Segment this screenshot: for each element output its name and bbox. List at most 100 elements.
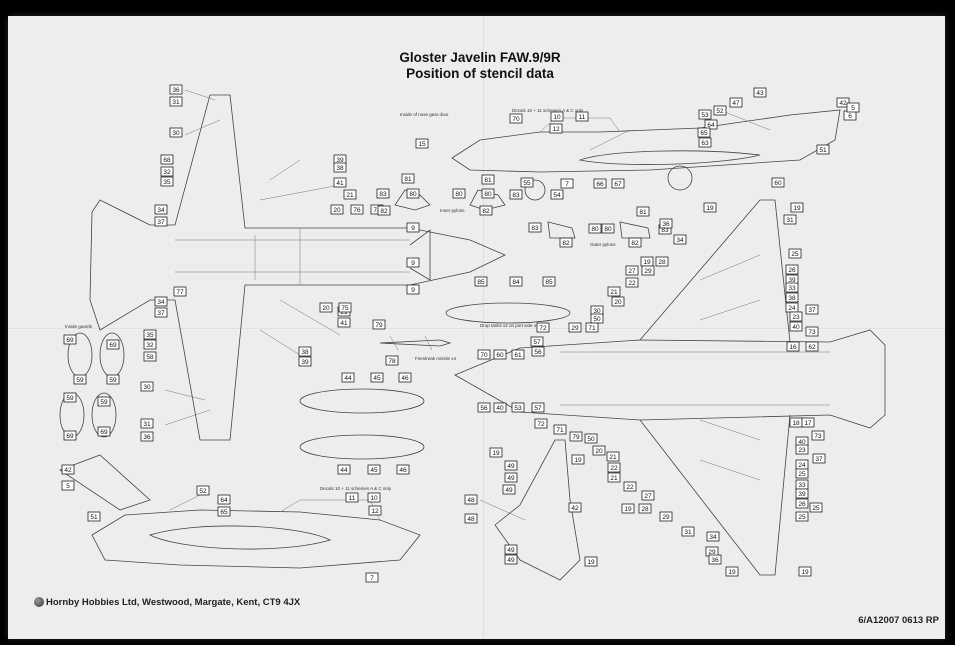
stencil-number-box: 37 — [154, 307, 168, 318]
stencil-number-box: 19 — [798, 566, 812, 577]
svg-text:72: 72 — [537, 421, 545, 428]
svg-text:80: 80 — [484, 191, 492, 198]
svg-text:79: 79 — [572, 434, 580, 441]
svg-text:64: 64 — [220, 497, 228, 504]
stencil-number-box: 79 — [569, 431, 583, 442]
stencil-number-box: 71 — [585, 322, 599, 333]
svg-text:34: 34 — [157, 299, 165, 306]
svg-text:35: 35 — [163, 179, 171, 186]
svg-text:56: 56 — [480, 405, 488, 412]
svg-text:59: 59 — [100, 399, 108, 406]
svg-text:80: 80 — [604, 226, 612, 233]
stencil-number-box: 83 — [376, 188, 390, 199]
stencil-number-box: 32 — [143, 339, 157, 350]
stencil-number-box: 20 — [611, 296, 625, 307]
stencil-number-box: 49 — [504, 472, 518, 483]
stencil-number-box: 33 — [795, 479, 809, 490]
svg-text:37: 37 — [815, 456, 823, 463]
stencil-number-box: 69 — [63, 334, 77, 345]
svg-text:25: 25 — [791, 251, 799, 258]
svg-text:81: 81 — [484, 177, 492, 184]
stencil-number-box: 24 — [795, 459, 809, 470]
svg-text:60: 60 — [774, 180, 782, 187]
svg-text:69: 69 — [66, 337, 74, 344]
svg-text:50: 50 — [593, 316, 601, 323]
stencil-number-box: 72 — [536, 322, 550, 333]
stencil-number-box: 59 — [97, 396, 111, 407]
svg-text:19: 19 — [492, 450, 500, 457]
svg-text:29: 29 — [571, 325, 579, 332]
stencil-number-box: 30 — [169, 127, 183, 138]
svg-text:64: 64 — [707, 122, 715, 129]
stencil-number-box: 34 — [706, 531, 720, 542]
stencil-number-box: 59 — [106, 374, 120, 385]
svg-text:11: 11 — [579, 114, 586, 121]
leader-lines — [164, 89, 771, 521]
pylon-tanks — [299, 388, 425, 460]
stencil-number-box: 22 — [607, 462, 621, 473]
svg-text:78: 78 — [388, 358, 396, 365]
svg-text:38: 38 — [301, 349, 309, 356]
svg-text:9: 9 — [411, 260, 415, 267]
stencil-number-box: 75 — [338, 302, 352, 313]
stencil-number-box: 10 — [550, 111, 564, 122]
stencil-number-box: 44 — [337, 464, 351, 475]
stencil-number-box: 65 — [697, 127, 711, 138]
stencil-number-box: 82 — [479, 205, 493, 216]
stencil-number-box: 42 — [836, 97, 850, 108]
svg-text:47: 47 — [732, 100, 740, 107]
svg-text:42: 42 — [839, 100, 847, 107]
svg-text:71: 71 — [588, 325, 596, 332]
svg-text:52: 52 — [716, 108, 724, 115]
stencil-number-box: 41 — [333, 177, 347, 188]
svg-text:79: 79 — [375, 322, 383, 329]
top-view-aircraft — [89, 94, 506, 441]
svg-text:36: 36 — [143, 434, 151, 441]
stencil-number-box: 80 — [452, 188, 466, 199]
stencil-number-box: 23 — [795, 444, 809, 455]
svg-text:21: 21 — [609, 454, 617, 461]
svg-text:63: 63 — [701, 140, 709, 147]
svg-text:12: 12 — [552, 126, 560, 133]
stencil-number-box: 30 — [140, 381, 154, 392]
stencil-number-box: 52 — [713, 105, 727, 116]
stencil-number-box: 35 — [160, 176, 174, 187]
svg-text:11: 11 — [349, 495, 356, 502]
stencil-number-box: 49 — [504, 460, 518, 471]
stencil-number-box: 76 — [350, 204, 364, 215]
stencil-number-box: 73 — [805, 326, 819, 337]
stencil-number-box: 34 — [154, 296, 168, 307]
stencil-number-box: 33 — [785, 282, 799, 293]
caption-drop-tanks: Drop tanks x2 on port side only — [480, 323, 543, 328]
svg-text:85: 85 — [545, 279, 553, 286]
stencil-number-box: 12 — [368, 505, 382, 516]
side-view-top-right — [451, 109, 841, 201]
svg-text:54: 54 — [553, 192, 561, 199]
stencil-number-box: 28 — [638, 503, 652, 514]
svg-text:39: 39 — [301, 359, 309, 366]
svg-text:74: 74 — [373, 207, 381, 214]
stencil-number-box: 39 — [298, 356, 312, 367]
svg-text:69: 69 — [66, 433, 74, 440]
stencil-number-box: 41 — [337, 317, 351, 328]
svg-text:29: 29 — [662, 514, 670, 521]
stencil-number-box: 23 — [789, 311, 803, 322]
svg-text:66: 66 — [596, 181, 604, 188]
svg-text:19: 19 — [643, 259, 651, 266]
svg-text:33: 33 — [788, 285, 796, 292]
stencil-number-box: 44 — [341, 372, 355, 383]
svg-text:57: 57 — [533, 339, 541, 346]
stencil-number-box: 10 — [367, 492, 381, 503]
stencil-number-box: 19 — [790, 202, 804, 213]
svg-text:40: 40 — [798, 439, 806, 446]
svg-text:25: 25 — [798, 514, 806, 521]
svg-text:39: 39 — [336, 157, 344, 164]
stencil-number-box: 63 — [698, 137, 712, 148]
svg-text:25: 25 — [812, 505, 820, 512]
svg-text:41: 41 — [340, 320, 348, 327]
stencil-number-box: 5 — [61, 480, 75, 491]
svg-text:19: 19 — [587, 559, 595, 566]
svg-text:70: 70 — [512, 116, 520, 123]
svg-text:68: 68 — [163, 157, 171, 164]
stencil-number-box: 16 — [786, 341, 800, 352]
